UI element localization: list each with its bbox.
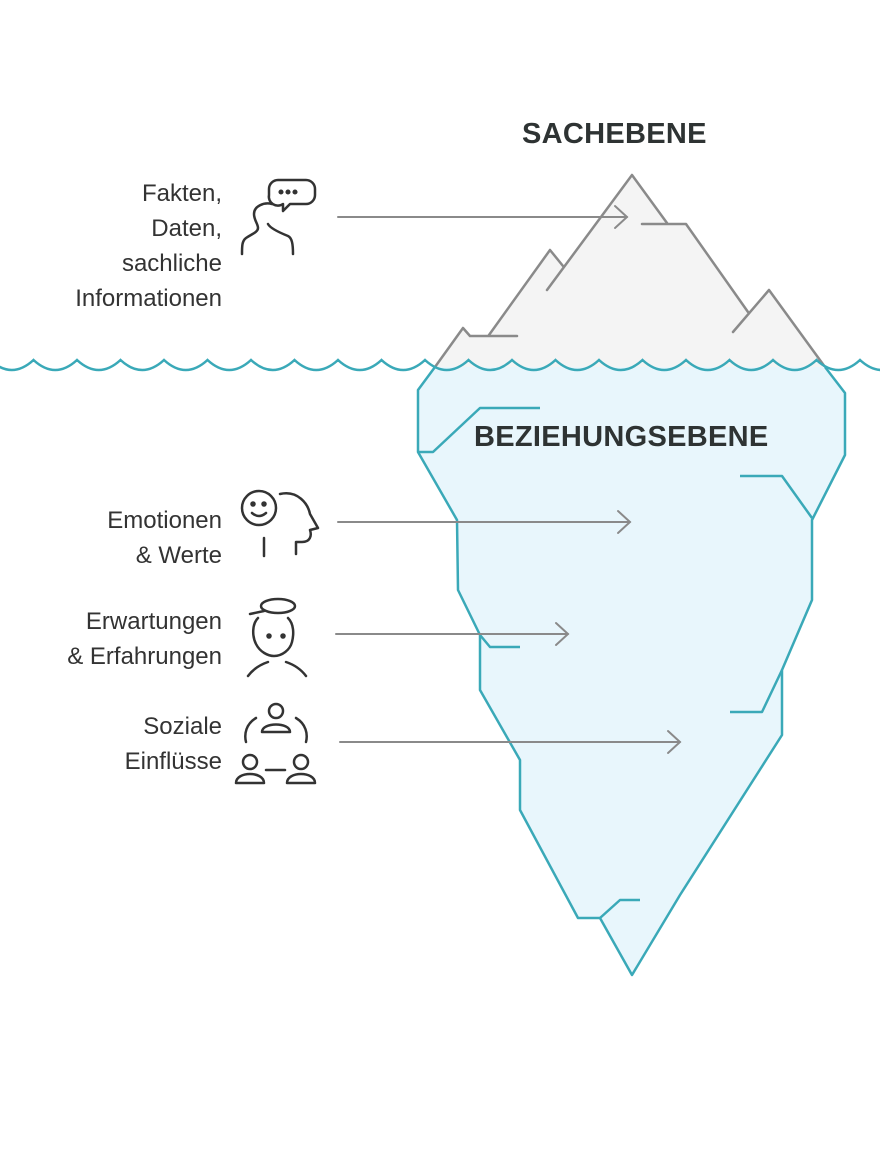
arrow-2	[337, 510, 632, 534]
label-facts: Fakten, Daten, sachliche Informationen	[75, 180, 222, 312]
arrows	[335, 205, 682, 754]
iceberg-underwater	[418, 367, 845, 975]
iceberg-underwater-outline	[416, 366, 847, 977]
person-thought-icon	[246, 597, 308, 678]
label-social: Soziale Einflüsse	[124, 713, 222, 775]
iceberg-tip-outline	[433, 173, 827, 369]
arrow-1	[337, 205, 629, 229]
beziehungsebene-title: BEZIEHUNGSEBENE	[474, 421, 769, 453]
smiley-head-profile-icon	[240, 489, 320, 558]
sachebene-title: SACHEBENE	[522, 118, 707, 150]
label-expectations: Erwartungen & Erfahrungen	[67, 608, 222, 670]
person-speech-bubble-icon	[240, 178, 317, 256]
water-line	[0, 358, 880, 372]
arrow-4	[339, 730, 682, 754]
iceberg-tip	[435, 175, 825, 367]
arrow-3	[335, 622, 570, 646]
label-emotions: Emotionen & Werte	[107, 507, 222, 569]
group-people-icon	[234, 702, 317, 785]
